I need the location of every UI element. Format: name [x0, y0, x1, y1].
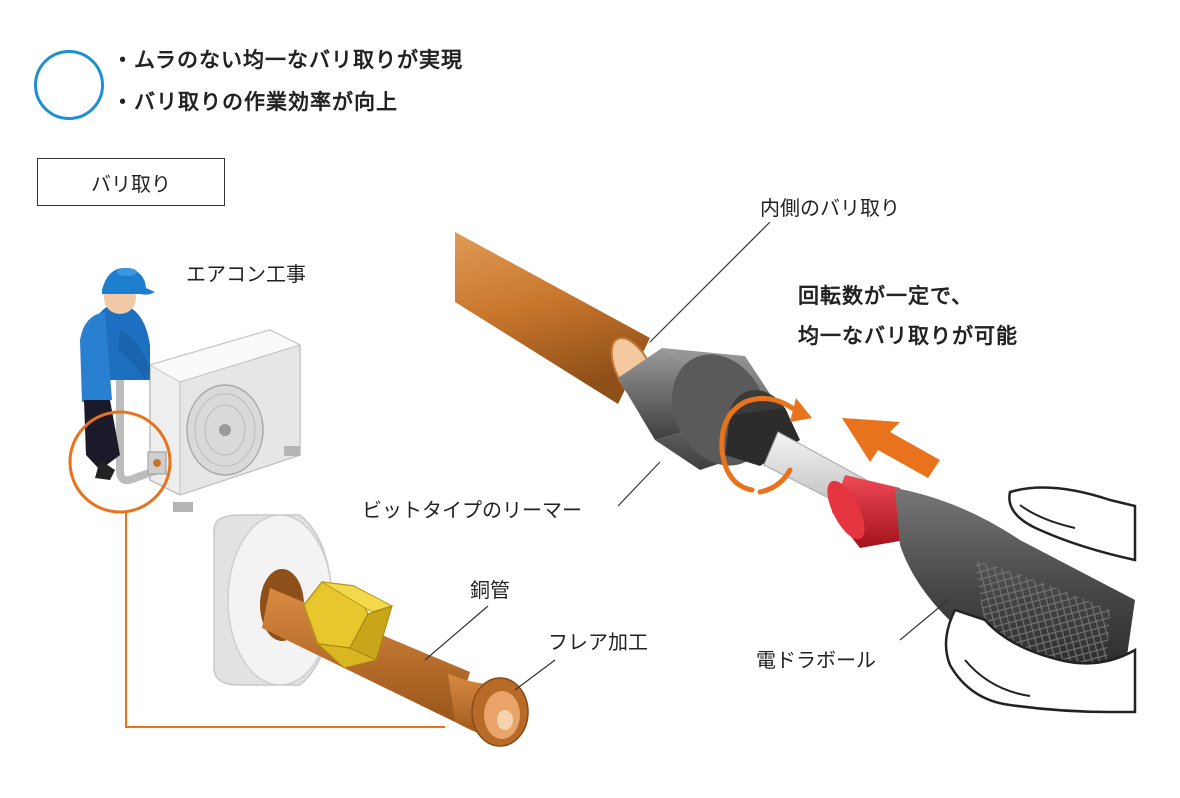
inner-deburr-leader	[649, 221, 771, 343]
drill-leader	[899, 599, 949, 641]
flare-pipe-illustration	[213, 514, 529, 747]
rotation-arrow-icon	[719, 395, 812, 495]
summary-bullet-2: ・バリ取りの作業効率が向上	[112, 90, 398, 114]
direction-arrow-icon	[842, 418, 940, 478]
label-drill: 電ドラボール	[756, 648, 876, 672]
summary-bullet-1: ・ムラのない均一なバリ取りが実現	[112, 48, 463, 72]
technician-illustration	[80, 267, 302, 512]
section-tag-label: バリ取り	[91, 171, 171, 196]
label-copper-pipe: 銅管	[470, 578, 510, 602]
highlight-circle-icon	[68, 410, 172, 514]
label-reamer: ビットタイプのリーマー	[362, 498, 582, 522]
reamer-leader	[617, 461, 661, 507]
headline-line-1: 回転数が一定で、	[798, 284, 974, 308]
label-aircon: エアコン工事	[186, 262, 306, 286]
section-tag: バリ取り	[37, 158, 225, 206]
headline-line-2: 均一なバリ取りが可能	[798, 324, 1018, 348]
label-inner-deburr: 内側のバリ取り	[760, 196, 900, 220]
copper-pipe-leader	[424, 605, 489, 661]
check-circle-icon	[34, 50, 104, 120]
flare-leader	[514, 659, 556, 691]
label-flare: フレア加工	[548, 630, 648, 654]
highlight-leader-line	[125, 512, 445, 728]
reamer-illustration	[455, 232, 1137, 714]
